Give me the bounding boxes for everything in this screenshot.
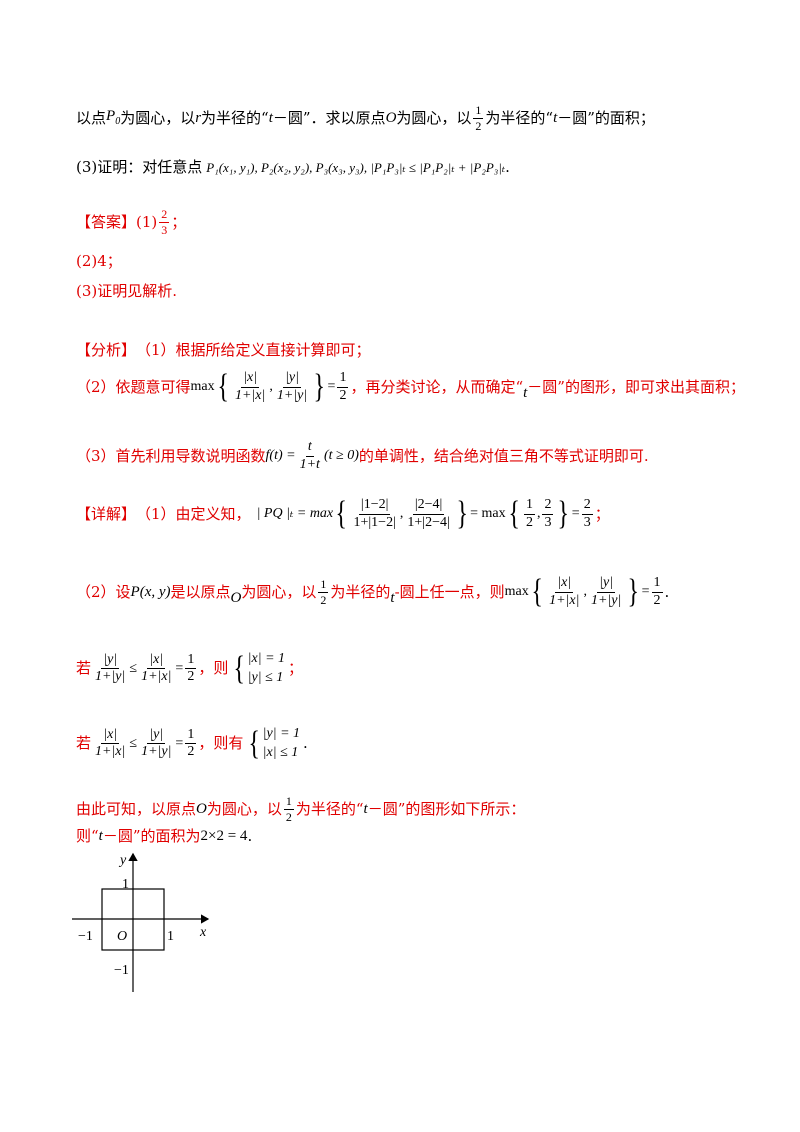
system-1: {|x| = 1|y| ≤ 1 (233, 649, 286, 687)
origin-label: O (117, 929, 127, 944)
y-tick-1: 1 (122, 877, 129, 892)
detail-line-1: 【详解】 （1）由定义知， | PQ |ₜ = max{ |1−2|1+|1−2… (76, 495, 610, 532)
pq-expression: | PQ |ₜ = max{ |1−2|1+|1−2|, |2−4|1+|2−4… (256, 495, 593, 532)
x-tick-neg1: −1 (78, 929, 93, 944)
system-2: {|y| = 1|x| ≤ 1 (248, 724, 301, 762)
x-tick-1: 1 (167, 929, 174, 944)
y-tick-neg1: −1 (114, 963, 129, 978)
square-boundary (101, 888, 165, 951)
answer-line-3: (3)证明见解析. (76, 282, 178, 300)
t-circle-figure: y x O 1 −1 1 −1 (72, 852, 210, 992)
x-axis-label: x (199, 925, 207, 940)
question2-line: 以点 P0 为圆心，以 r 为半径的“ t －圆”．求以原点 O 为圆心，以 1… (76, 103, 655, 133)
points-inequality: P₁(x₁, y₁), P₂(x₂, y₂), P₃(x₃, y₃), |P₁P… (206, 160, 506, 175)
radius-var: r (195, 109, 202, 126)
point-p0: P0 (106, 108, 121, 128)
answer-line-2: (2)4； (76, 252, 122, 270)
y-axis-label: y (118, 853, 127, 868)
analysis-line-1: 【分析】 （1）根据所给定义直接计算即可； (76, 341, 371, 359)
analysis-tag: 【分析】 (76, 341, 137, 359)
answer-tag: 【答案】 (76, 212, 137, 231)
text: 以点 (76, 108, 107, 127)
detail-line-6: 则“ t －圆”的面积为 2×2 = 4 . (76, 827, 253, 845)
question3-line: (3)证明：对任意点 P₁(x₁, y₁), P₂(x₂, y₂), P₃(x₃… (76, 158, 510, 176)
detail-tag: 【详解】 (76, 504, 137, 523)
